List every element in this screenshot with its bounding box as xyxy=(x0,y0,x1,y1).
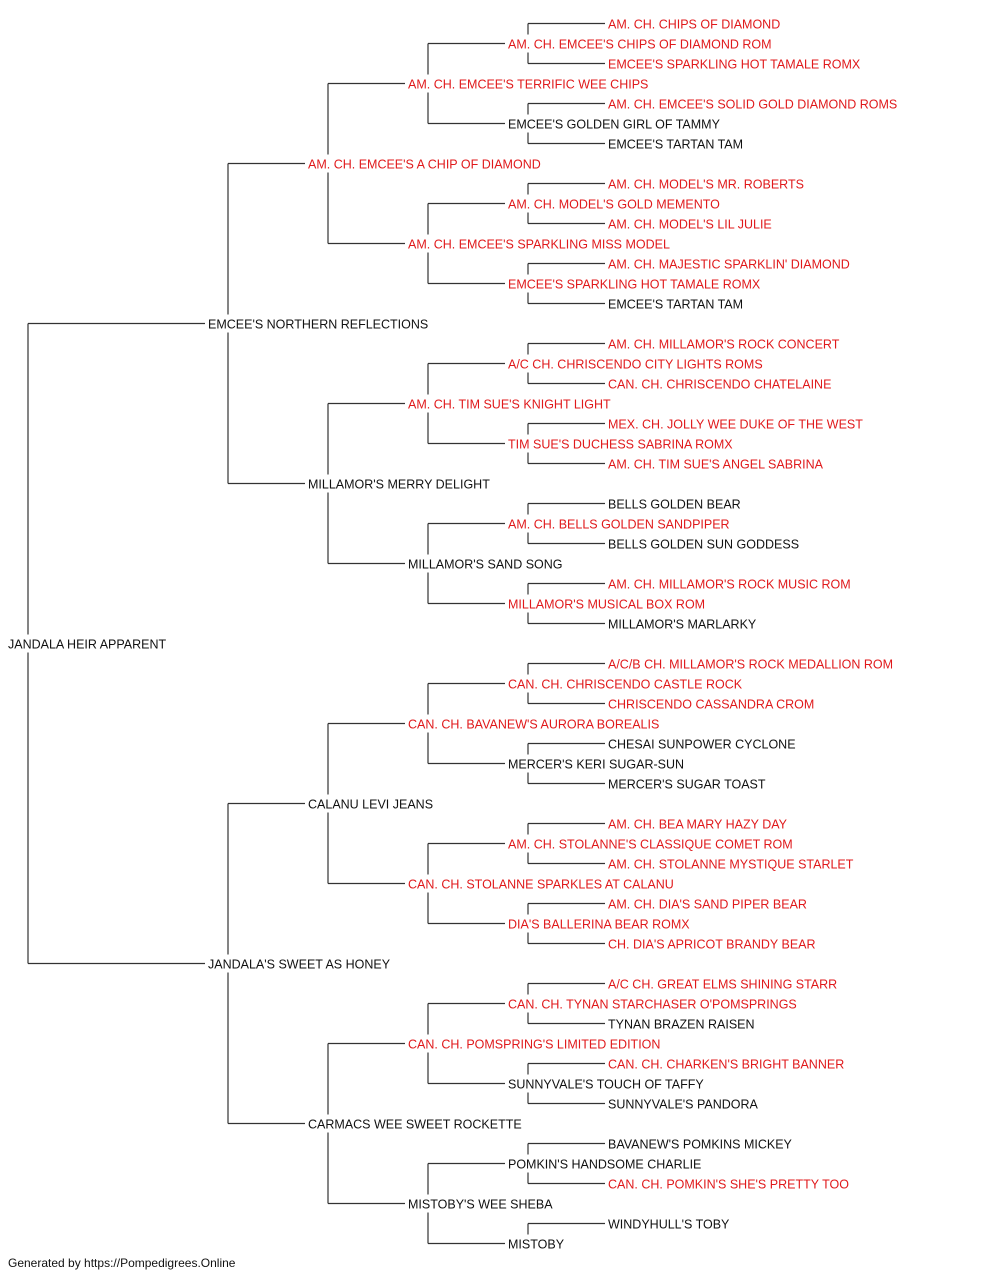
ancestor-gen4: EMCEE'S GOLDEN GIRL OF TAMMY xyxy=(508,118,721,132)
ancestor-gen4: MISTOBY xyxy=(508,1238,565,1251)
ancestor-gen4-champion: AM. CH. MODEL'S GOLD MEMENTO xyxy=(508,198,720,212)
ancestor-gen3-champion: CAN. CH. POMSPRING'S LIMITED EDITION xyxy=(408,1038,660,1052)
ancestor-gen3-champion: AM. CH. TIM SUE'S KNIGHT LIGHT xyxy=(408,398,611,412)
ancestor-gen3: MISTOBY'S WEE SHEBA xyxy=(408,1198,553,1212)
ancestor-gen1: JANDALA'S SWEET AS HONEY xyxy=(208,958,391,972)
ancestor-gen1: EMCEE'S NORTHERN REFLECTIONS xyxy=(208,318,428,332)
ancestor-gen5-champion: CHRISCENDO CASSANDRA CROM xyxy=(608,698,814,712)
ancestor-gen4-champion: AM. CH. STOLANNE'S CLASSIQUE COMET ROM xyxy=(508,838,793,852)
ancestor-gen2: CALANU LEVI JEANS xyxy=(308,798,433,812)
ancestor-gen4-champion: A/C CH. CHRISCENDO CITY LIGHTS ROMS xyxy=(508,358,763,372)
ancestor-gen5: BAVANEW'S POMKINS MICKEY xyxy=(608,1138,793,1152)
ancestor-gen4-champion: AM. CH. BELLS GOLDEN SANDPIPER xyxy=(508,518,730,532)
ancestor-gen5-champion: AM. CH. MAJESTIC SPARKLIN' DIAMOND xyxy=(608,258,850,272)
ancestor-gen5-champion: AM. CH. MODEL'S MR. ROBERTS xyxy=(608,178,804,192)
ancestor-gen2: MILLAMOR'S MERRY DELIGHT xyxy=(308,478,490,492)
ancestor-gen3-champion: AM. CH. EMCEE'S SPARKLING MISS MODEL xyxy=(408,238,670,252)
ancestor-gen3-champion: AM. CH. EMCEE'S TERRIFIC WEE CHIPS xyxy=(408,78,648,92)
ancestor-gen2: CARMACS WEE SWEET ROCKETTE xyxy=(308,1118,522,1132)
ancestor-gen4-champion: AM. CH. EMCEE'S CHIPS OF DIAMOND ROM xyxy=(508,38,772,52)
ancestor-gen5-champion: A/C CH. GREAT ELMS SHINING STARR xyxy=(608,978,837,992)
ancestor-gen4-champion: CAN. CH. CHRISCENDO CASTLE ROCK xyxy=(508,678,743,692)
ancestor-gen5: MILLAMOR'S MARLARKY xyxy=(608,618,757,632)
ancestor-gen5: TYNAN BRAZEN RAISEN xyxy=(608,1018,755,1032)
ancestor-gen4-champion: TIM SUE'S DUCHESS SABRINA ROMX xyxy=(508,438,733,452)
ancestor-gen3: MILLAMOR'S SAND SONG xyxy=(408,558,563,572)
ancestor-gen5-champion: AM. CH. MILLAMOR'S ROCK MUSIC ROM xyxy=(608,578,851,592)
dog-labels: JANDALA HEIR APPARENT EMCEE'S NORTHERN RE… xyxy=(8,18,897,1251)
pedigree-tree: JANDALA HEIR APPARENT EMCEE'S NORTHERN RE… xyxy=(8,18,897,1251)
ancestor-gen5: EMCEE'S TARTAN TAM xyxy=(608,298,743,312)
ancestor-gen5: BELLS GOLDEN BEAR xyxy=(608,498,741,512)
ancestor-gen4: POMKIN'S HANDSOME CHARLIE xyxy=(508,1158,701,1172)
ancestor-gen4: SUNNYVALE'S TOUCH OF TAFFY xyxy=(508,1078,704,1092)
ancestor-gen5-champion: AM. CH. STOLANNE MYSTIQUE STARLET xyxy=(608,858,854,872)
ancestor-gen5: WINDYHULL'S TOBY xyxy=(608,1218,730,1232)
ancestor-gen4-champion: DIA'S BALLERINA BEAR ROMX xyxy=(508,918,690,932)
ancestor-gen5-champion: CH. DIA'S APRICOT BRANDY BEAR xyxy=(608,938,816,952)
ancestor-gen5-champion: MEX. CH. JOLLY WEE DUKE OF THE WEST xyxy=(608,418,863,432)
ancestor-gen5-champion: A/C/B CH. MILLAMOR'S ROCK MEDALLION ROM xyxy=(608,658,893,672)
ancestor-gen5-champion: AM. CH. TIM SUE'S ANGEL SABRINA xyxy=(608,458,824,472)
ancestor-gen4-champion: EMCEE'S SPARKLING HOT TAMALE ROMX xyxy=(508,278,761,292)
ancestor-gen5-champion: AM. CH. DIA'S SAND PIPER BEAR xyxy=(608,898,807,912)
ancestor-gen3-champion: CAN. CH. BAVANEW'S AURORA BOREALIS xyxy=(408,718,659,732)
ancestor-gen5: CHESAI SUNPOWER CYCLONE xyxy=(608,738,796,752)
ancestor-gen5-champion: AM. CH. EMCEE'S SOLID GOLD DIAMOND ROMS xyxy=(608,98,897,112)
ancestor-gen5: EMCEE'S TARTAN TAM xyxy=(608,138,743,152)
ancestor-gen5-champion: AM. CH. BEA MARY HAZY DAY xyxy=(608,818,788,832)
subject-dog-gen0: JANDALA HEIR APPARENT xyxy=(8,638,167,652)
ancestor-gen5: BELLS GOLDEN SUN GODDESS xyxy=(608,538,799,552)
ancestor-gen5-champion: AM. CH. MILLAMOR'S ROCK CONCERT xyxy=(608,338,840,352)
ancestor-gen5-champion: CAN. CH. CHRISCENDO CHATELAINE xyxy=(608,378,831,392)
connector-lines xyxy=(27,22,605,1245)
ancestor-gen5: MERCER'S SUGAR TOAST xyxy=(608,778,766,792)
ancestor-gen4-champion: CAN. CH. TYNAN STARCHASER O'POMSPRINGS xyxy=(508,998,797,1012)
ancestor-gen5-champion: AM. CH. MODEL'S LIL JULIE xyxy=(608,218,772,232)
footer-credit: Generated by https://Pompedigrees.Online xyxy=(8,1256,236,1270)
ancestor-gen5-champion: CAN. CH. POMKIN'S SHE'S PRETTY TOO xyxy=(608,1178,849,1192)
ancestor-gen4: MERCER'S KERI SUGAR-SUN xyxy=(508,758,684,772)
ancestor-gen4-champion: MILLAMOR'S MUSICAL BOX ROM xyxy=(508,598,705,612)
ancestor-gen5-champion: AM. CH. CHIPS OF DIAMOND xyxy=(608,18,780,32)
ancestor-gen5-champion: CAN. CH. CHARKEN'S BRIGHT BANNER xyxy=(608,1058,844,1072)
ancestor-gen3-champion: CAN. CH. STOLANNE SPARKLES AT CALANU xyxy=(408,878,674,892)
ancestor-gen5: SUNNYVALE'S PANDORA xyxy=(608,1098,759,1112)
ancestor-gen2-champion: AM. CH. EMCEE'S A CHIP OF DIAMOND xyxy=(308,158,541,172)
ancestor-gen5-champion: EMCEE'S SPARKLING HOT TAMALE ROMX xyxy=(608,58,861,72)
